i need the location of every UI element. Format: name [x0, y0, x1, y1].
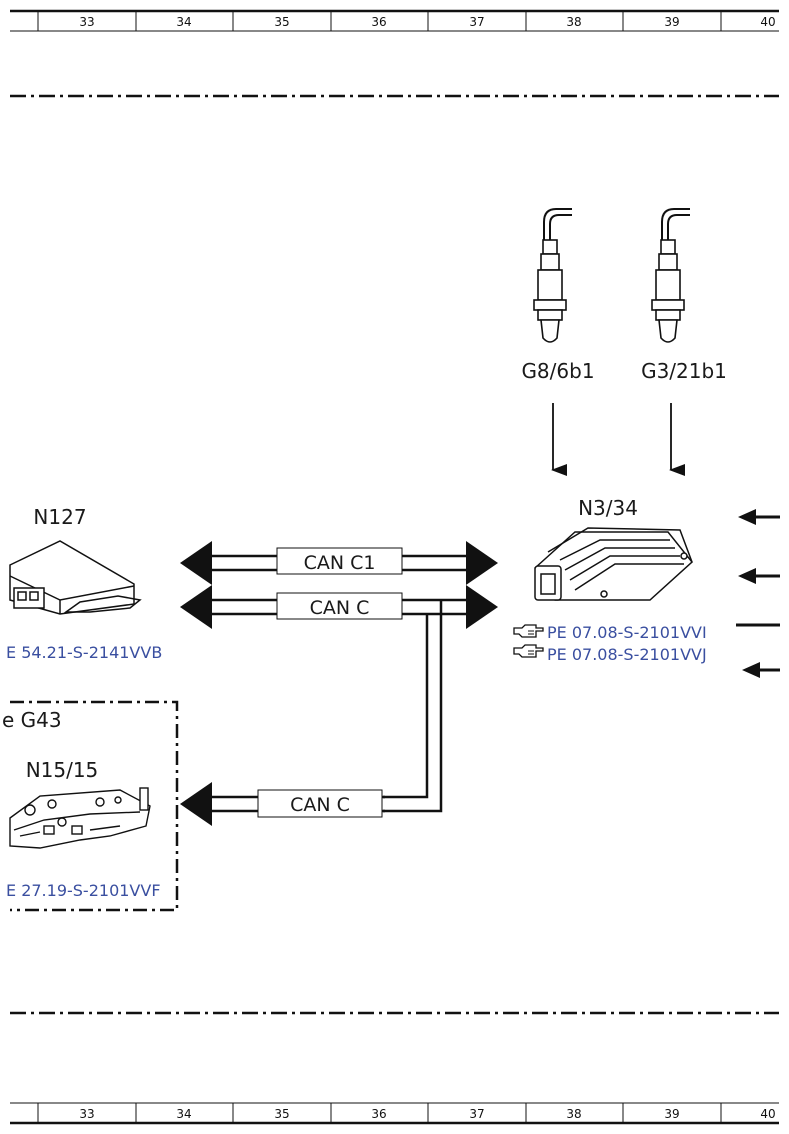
transmission-ctrl-label: N15/15: [26, 758, 99, 782]
can-c-bus: CAN C: [180, 585, 498, 813]
bottom-ruler: 33 34 35 36 37 38 39 40: [10, 1102, 779, 1125]
reference-link-2[interactable]: PE 07.08-S-2101VVJ: [513, 644, 707, 664]
ruler-col-37: 37: [469, 15, 484, 29]
can-c-arrow-right: [466, 585, 498, 629]
ruler-col-35: 35: [274, 15, 289, 29]
ruler-col-34: 34: [176, 15, 191, 29]
oxygen-sensor-right-icon: [651, 208, 690, 343]
right-incoming-arrow-3: [742, 662, 780, 678]
group-box-title: e G43: [2, 708, 62, 732]
ruler-col-36: 36: [371, 15, 386, 29]
pointing-hand-icon: [513, 644, 544, 658]
module-left-reference[interactable]: E 54.21-S-2141VVB: [6, 643, 162, 662]
ecu-reference-2: PE 07.08-S-2101VVJ: [547, 645, 707, 664]
ruler-col-38: 38: [566, 1107, 581, 1121]
ruler-col-39: 39: [664, 15, 679, 29]
engine-control-unit-icon: [534, 527, 694, 601]
transmission-ctrl-reference[interactable]: E 27.19-S-2101VVF: [6, 881, 161, 900]
can-c-arrow-left: [180, 585, 212, 629]
ruler-col-36: 36: [371, 1107, 386, 1121]
can-c1-arrow-left: [180, 541, 212, 585]
can-c1-label: CAN C1: [304, 552, 376, 574]
can-c-branch-bus: CAN C: [180, 782, 385, 826]
can-c-branch-arrow-left: [180, 782, 212, 826]
group-box-border: [10, 700, 179, 912]
ecu-reference-1: PE 07.08-S-2101VVI: [547, 623, 707, 642]
ruler-col-33: 33: [79, 15, 94, 29]
ruler-col-35: 35: [274, 1107, 289, 1121]
ruler-col-40: 40: [760, 1107, 775, 1121]
control-module-n127-icon: [9, 540, 142, 615]
can-c1-arrow-right: [466, 541, 498, 585]
module-left-label: N127: [33, 505, 86, 529]
ruler-col-39: 39: [664, 1107, 679, 1121]
ruler-col-37: 37: [469, 1107, 484, 1121]
ruler-col-40: 40: [760, 15, 775, 29]
sensor-left-label: G8/6b1: [521, 359, 594, 383]
can-c1-bus: CAN C1: [180, 541, 498, 585]
can-c-label: CAN C: [310, 597, 370, 619]
reference-link-1[interactable]: PE 07.08-S-2101VVI: [513, 623, 707, 642]
ruler-col-34: 34: [176, 1107, 191, 1121]
ruler-col-33: 33: [79, 1107, 94, 1121]
top-ruler: 33 34 35 36 37 38 39 40: [10, 9, 779, 32]
transmission-control-unit-icon: [9, 787, 151, 849]
right-incoming-arrow-2: [738, 568, 780, 584]
can-c-branch-label: CAN C: [290, 794, 350, 816]
right-incoming-arrow-1: [738, 509, 780, 525]
ecu-engine-label: N3/34: [578, 496, 638, 520]
sensor-right-label: G3/21b1: [641, 359, 727, 383]
oxygen-sensor-left-icon: [533, 208, 572, 343]
ruler-col-38: 38: [566, 15, 581, 29]
pointing-hand-icon: [513, 624, 544, 638]
